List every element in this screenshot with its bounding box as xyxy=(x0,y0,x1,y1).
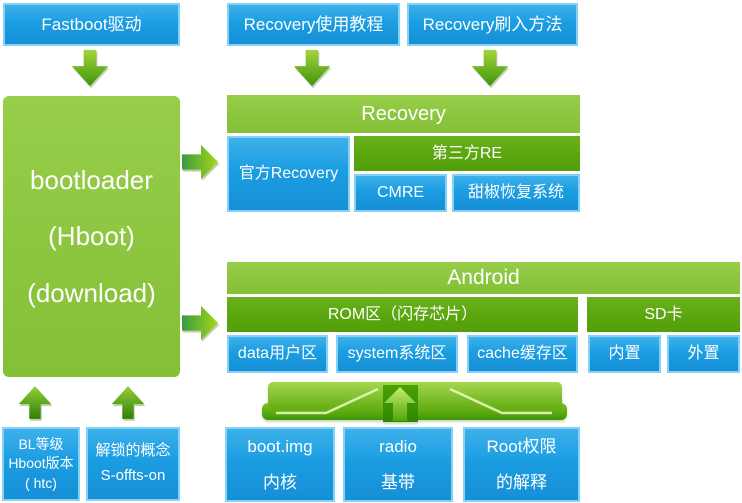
node-system-partition-label: system系统区 xyxy=(347,345,447,362)
arrow-down-icon xyxy=(293,49,331,87)
node-recovery-tutorial-label: Recovery使用教程 xyxy=(243,14,384,34)
node-bl-level[interactable]: BL等级 Hboot版本 ( htc) xyxy=(2,427,80,501)
third-party-re-header: 第三方RE xyxy=(354,136,580,171)
arrow-up-icon xyxy=(18,386,52,419)
node-radio-line2: 基带 xyxy=(381,472,415,492)
node-unlock-concept-line2: S-offts-on xyxy=(100,467,166,484)
android-header: Android xyxy=(227,262,740,294)
node-fastboot-driver[interactable]: Fastboot驱动 xyxy=(3,3,180,46)
node-bl-level-line2: Hboot版本 xyxy=(8,455,74,472)
android-title: Android xyxy=(447,265,520,289)
node-official-recovery-label: 官方Recovery xyxy=(238,165,339,182)
rom-header-label: ROM区（闪存芯片） xyxy=(327,305,478,323)
node-bl-level-line1: BL等级 xyxy=(18,435,64,452)
bootloader-line1: bootloader xyxy=(30,164,153,195)
node-fastboot-driver-label: Fastboot驱动 xyxy=(41,14,142,34)
bootloader-line3: (download) xyxy=(27,277,156,308)
node-cache-partition-label: cache缓存区 xyxy=(477,345,568,362)
node-data-partition-label: data用户区 xyxy=(237,345,318,362)
node-sweet-pepper-recovery[interactable]: 甜椒恢复系统 xyxy=(452,174,580,212)
node-recovery-tutorial[interactable]: Recovery使用教程 xyxy=(227,3,400,46)
node-root-explain-line2: 的解释 xyxy=(496,472,547,492)
node-recovery-flash-method-label: Recovery刷入方法 xyxy=(422,14,563,34)
node-sd-internal[interactable]: 内置 xyxy=(588,335,661,373)
node-boot-img[interactable]: boot.img 内核 xyxy=(225,427,335,502)
sd-card-header: SD卡 xyxy=(587,297,740,332)
node-cmre[interactable]: CMRE xyxy=(354,174,447,212)
node-sweet-pepper-recovery-label: 甜椒恢复系统 xyxy=(467,184,564,201)
arrow-up-icon xyxy=(111,386,145,419)
arrow-right-icon xyxy=(182,144,219,180)
node-radio[interactable]: radio 基带 xyxy=(343,427,453,502)
merge-arrow-icon xyxy=(262,382,567,422)
arrow-down-icon xyxy=(71,49,109,87)
arrow-down-icon xyxy=(471,49,509,87)
recovery-title: Recovery xyxy=(361,102,446,125)
node-system-partition[interactable]: system系统区 xyxy=(336,335,458,373)
node-unlock-concept[interactable]: 解锁的概念 S-offts-on xyxy=(86,427,180,501)
node-data-partition[interactable]: data用户区 xyxy=(227,335,328,373)
recovery-header: Recovery xyxy=(227,95,580,133)
third-party-re-label: 第三方RE xyxy=(431,144,503,162)
node-sd-internal-label: 内置 xyxy=(608,345,641,362)
node-unlock-concept-line1: 解锁的概念 xyxy=(95,442,171,460)
sd-card-header-label: SD卡 xyxy=(644,305,683,323)
node-cache-partition[interactable]: cache缓存区 xyxy=(467,335,578,373)
node-sd-external-label: 外置 xyxy=(687,345,720,362)
node-boot-img-line1: boot.img xyxy=(247,437,313,457)
node-root-explain-line1: Root权限 xyxy=(486,437,557,457)
bootloader-line2: (Hboot) xyxy=(48,221,135,252)
node-sd-external[interactable]: 外置 xyxy=(667,335,740,373)
arrow-right-icon xyxy=(182,305,219,341)
node-official-recovery[interactable]: 官方Recovery xyxy=(227,136,350,212)
node-root-explain[interactable]: Root权限 的解释 xyxy=(463,427,580,502)
node-recovery-flash-method[interactable]: Recovery刷入方法 xyxy=(407,3,578,46)
node-boot-img-line2: 内核 xyxy=(263,472,297,492)
node-bl-level-line3: ( htc) xyxy=(25,474,57,491)
node-cmre-label: CMRE xyxy=(376,184,425,201)
node-radio-line1: radio xyxy=(379,437,417,457)
rom-header: ROM区（闪存芯片） xyxy=(227,297,578,332)
node-bootloader: bootloader (Hboot) (download) xyxy=(3,96,180,377)
